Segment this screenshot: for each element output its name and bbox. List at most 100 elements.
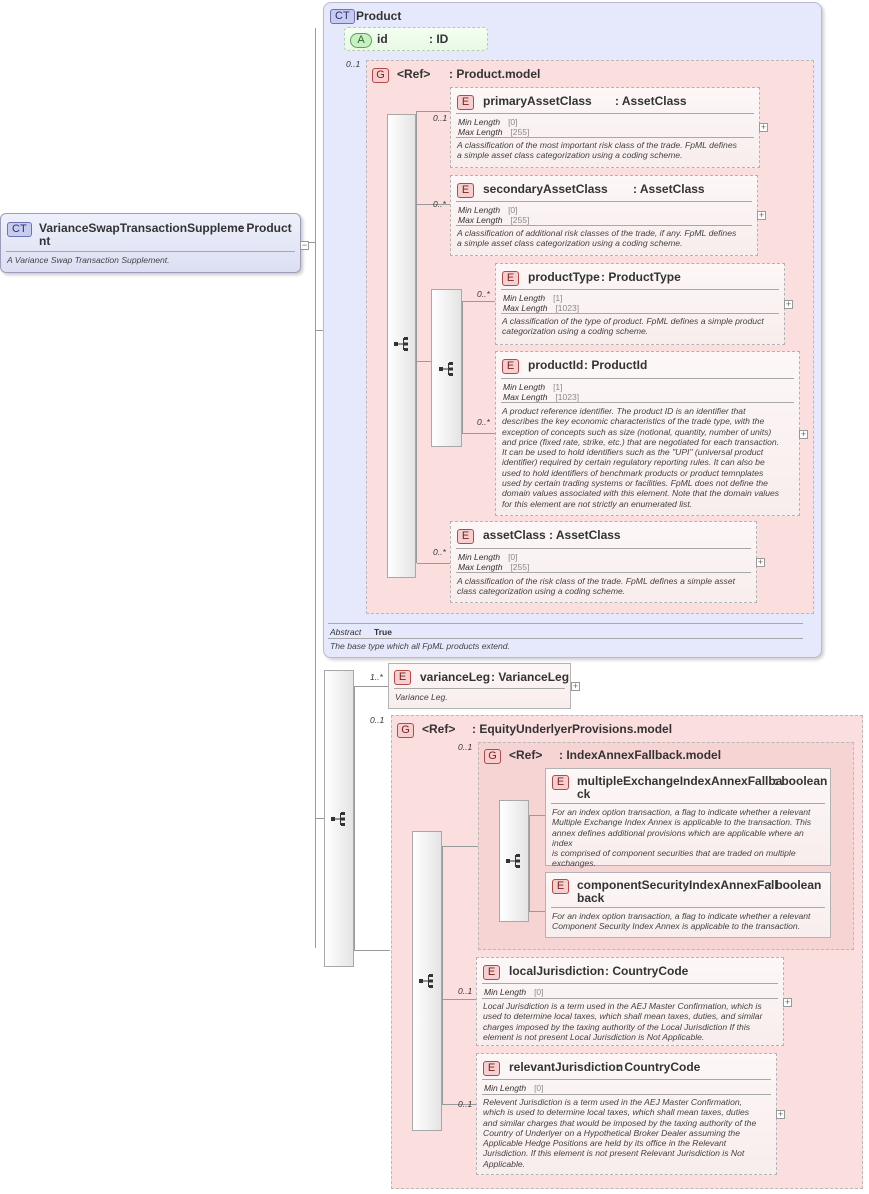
facet-min-length: Min Length[1] (503, 382, 563, 392)
element-relevantJurisdiction[interactable]: E relevantJurisdiction : CountryCode Min… (476, 1053, 785, 1175)
root-complex-type[interactable]: CT VarianceSwapTransactionSuppleme : Pro… (0, 213, 309, 273)
connector-seq2 (315, 818, 324, 819)
facet-min-length: Min Length[1] (503, 293, 563, 303)
element-varianceLeg[interactable]: E varianceLeg : VarianceLeg Variance Leg… (388, 663, 580, 709)
element-name: localJurisdiction (509, 964, 605, 978)
element-type: : ProductType (601, 270, 681, 284)
element-icon: E (457, 95, 474, 110)
element-name-cont: ck (577, 787, 591, 801)
cardinality: 0..1 (433, 113, 448, 123)
facet-max-length: Max Length[255] (458, 562, 530, 572)
element-productType[interactable]: E productType : ProductType Min Length[1… (495, 263, 793, 345)
facet-max-length: Max Length[1023] (503, 392, 580, 402)
attribute-name: id (377, 32, 388, 46)
element-type: : boolean (768, 878, 822, 892)
element-primaryAssetClass[interactable]: E primaryAssetClass : AssetClass Min Len… (450, 87, 768, 168)
element-name: relevantJurisdiction (509, 1060, 624, 1074)
attribute-icon: A (350, 33, 372, 48)
attribute-type: : ID (429, 32, 449, 46)
element-doc: Relevent Jurisdiction is a term used in … (483, 1097, 757, 1169)
element-doc: A classification of additional risk clas… (457, 228, 737, 249)
facet-min-length: Min Length[0] (458, 117, 518, 127)
element-doc: A classification of the type of product.… (502, 316, 764, 337)
product-name: Product (356, 9, 402, 23)
element-assetClass[interactable]: E assetClass : AssetClass Min Length[0] … (450, 521, 765, 603)
collapse-toggle[interactable]: − (300, 240, 309, 250)
connector-trunk (315, 28, 316, 948)
element-doc: A product reference identifier. The prod… (502, 406, 780, 509)
expand-toggle[interactable]: + (784, 299, 793, 309)
cardinality: 0..1 (370, 715, 385, 725)
sequence-compositor[interactable] (499, 800, 529, 922)
complex-type-icon: CT (7, 222, 32, 237)
element-name: productType (528, 270, 600, 284)
expand-toggle[interactable]: + (759, 122, 768, 132)
element-localJurisdiction[interactable]: E localJurisdiction : CountryCode Min Le… (476, 957, 792, 1046)
expand-toggle[interactable]: + (776, 1109, 785, 1119)
element-icon: E (552, 775, 569, 790)
element-icon: E (483, 1061, 500, 1076)
sequence-icon (439, 362, 453, 376)
cardinality: 1..* (370, 672, 383, 682)
group-index-annex-fallback[interactable]: G <Ref> : IndexAnnexFallback.model E mul… (478, 742, 854, 950)
complex-type-icon: CT (330, 9, 355, 24)
group-equity-underlyer-provisions[interactable]: G <Ref> : EquityUnderlyerProvisions.mode… (391, 715, 863, 1189)
expand-toggle[interactable]: + (571, 681, 580, 691)
cardinality: 0..1 (458, 1099, 473, 1109)
group-ref: <Ref> (422, 722, 456, 736)
group-icon: G (372, 68, 389, 83)
expand-toggle[interactable]: + (783, 997, 792, 1007)
group-name: : Product.model (449, 67, 541, 81)
cardinality: 0..* (433, 547, 446, 557)
root-doc: A Variance Swap Transaction Supplement. (7, 255, 170, 265)
sequence-icon (419, 974, 433, 988)
element-type: : AssetClass (633, 182, 705, 196)
element-doc: For an index option transaction, a flag … (552, 807, 812, 869)
facet-max-length: Max Length[1023] (503, 303, 580, 313)
element-name: productId (528, 358, 584, 372)
facet-min-length: Min Length[0] (484, 1083, 544, 1093)
sequence-icon (331, 812, 345, 826)
element-icon: E (483, 965, 500, 980)
sequence-icon (394, 337, 408, 351)
product-doc: The base type which all FpML products ex… (330, 641, 510, 651)
element-name: varianceLeg (420, 670, 491, 684)
element-secondaryAssetClass[interactable]: E secondaryAssetClass : AssetClass Min L… (450, 175, 766, 256)
expand-toggle[interactable]: + (757, 210, 766, 220)
cardinality: 0..1 (346, 59, 361, 69)
element-name: componentSecurityIndexAnnexFall (577, 878, 778, 892)
cardinality: 0..1 (458, 986, 473, 996)
sequence-compositor[interactable] (387, 114, 416, 578)
root-name-cont: nt (39, 234, 51, 248)
sequence-compositor[interactable] (324, 670, 354, 967)
group-icon: G (484, 749, 501, 764)
element-type: : CountryCode (617, 1060, 701, 1074)
sequence-compositor[interactable] (431, 289, 462, 447)
element-componentSecurityIndexAnnexFallback[interactable]: E componentSecurityIndexAnnexFall back :… (545, 872, 831, 938)
abstract-label: Abstract (330, 627, 362, 637)
cardinality: 0..* (433, 199, 446, 209)
element-productId[interactable]: E productId : ProductId Min Length[1] Ma… (495, 351, 808, 516)
root-name: VarianceSwapTransactionSuppleme (39, 221, 245, 235)
facet-min-length: Min Length[0] (458, 205, 518, 215)
element-name: multipleExchangeIndexAnnexFallba (577, 774, 783, 788)
facet-min-length: Min Length[0] (458, 552, 518, 562)
element-icon: E (502, 271, 519, 286)
facet-min-length: Min Length[0] (484, 987, 544, 997)
element-multipleExchangeIndexAnnexFallback[interactable]: E multipleExchangeIndexAnnexFallba ck : … (545, 768, 831, 869)
element-type: : ProductId (584, 358, 648, 372)
product-complex-type[interactable]: CT Product A id : ID 0..1 G <Ref> : Prod… (323, 2, 822, 658)
sequence-compositor[interactable] (412, 831, 442, 1131)
group-ref: <Ref> (509, 748, 543, 762)
expand-toggle[interactable]: + (756, 557, 765, 567)
expand-toggle[interactable]: + (799, 429, 808, 439)
facet-max-length: Max Length[255] (458, 127, 530, 137)
cardinality: 0..* (477, 289, 490, 299)
element-name-cont: back (577, 891, 605, 905)
element-type: : boolean (774, 774, 828, 788)
group-ref: <Ref> (397, 67, 431, 81)
attribute-id[interactable]: A id : ID (344, 27, 488, 51)
group-product-model[interactable]: G <Ref> : Product.model 0..1 E primaryAs… (366, 60, 814, 614)
group-name: : EquityUnderlyerProvisions.model (472, 722, 673, 736)
element-doc: Local Jurisdiction is a term used in the… (483, 1001, 763, 1042)
